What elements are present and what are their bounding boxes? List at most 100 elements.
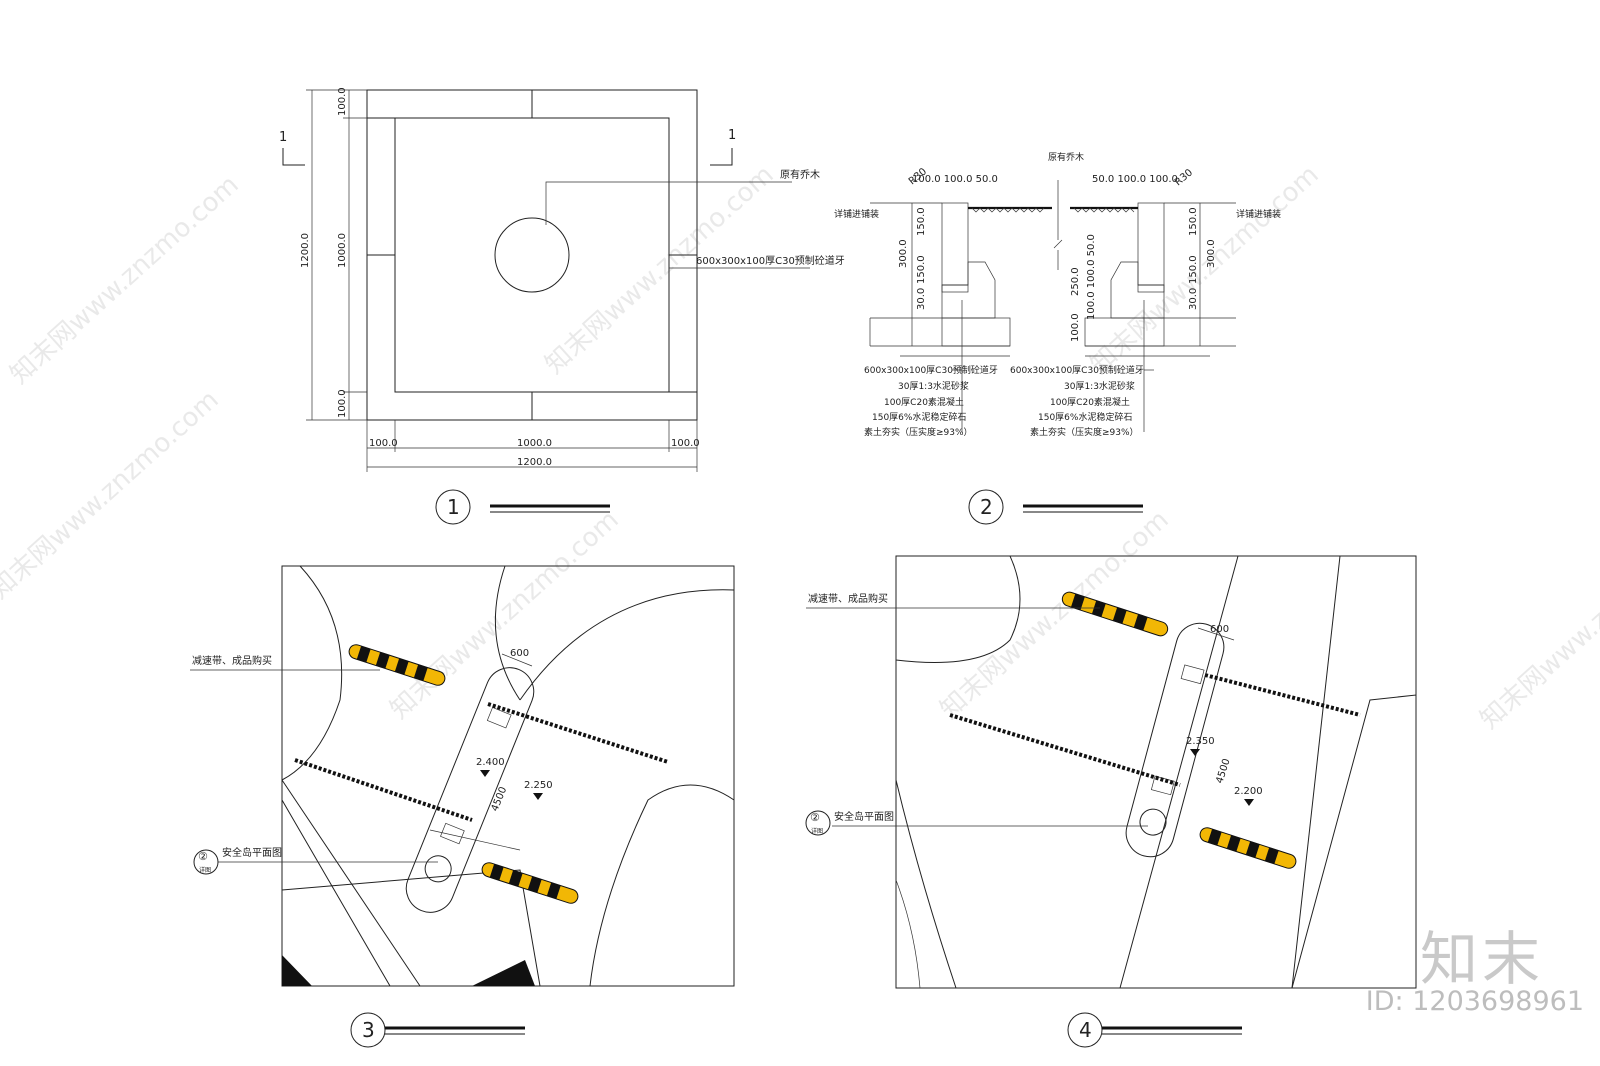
right-curb (1137, 202, 1165, 286)
elev-road: 2.200 (1234, 786, 1263, 797)
watermark-text: 知末网www.znzmo.com (1085, 160, 1325, 380)
curb-label: 600x300x100厚C30预制砼道牙 (696, 254, 845, 267)
left-dim-4: 30.0 (916, 288, 927, 310)
crossing-line (487, 702, 669, 764)
speed-bump (1061, 591, 1169, 637)
drawing-number: 3 (362, 1018, 375, 1042)
drawing-number: 4 (1079, 1018, 1092, 1042)
elev-island: 2.400 (476, 757, 505, 768)
drawing-1-tree-pit-plan: 原有乔木 600x300x100厚C30预制砼道牙 1 1 1200.0 100… (279, 87, 845, 525)
pit-inner-frame (394, 117, 670, 393)
left-base (941, 317, 1011, 347)
left-layer-3: 100厚C20素混凝土 (884, 396, 964, 408)
section-mark-left: 1 (279, 130, 287, 145)
left-top-dims: 100.0 100.0 50.0 (912, 174, 998, 185)
right-dim-7: 100.0 (1070, 313, 1081, 342)
left-dim-1: 150.0 (916, 207, 927, 236)
drawing-4-island-plan: 减速带、成品购买 ② 详图 安全岛平面图 600 4500 2.350 2.20… (805, 555, 1417, 1048)
callout-circle (805, 810, 831, 836)
dim-center-height: 1000.0 (337, 233, 348, 268)
drawing-number-circle (350, 1012, 386, 1048)
dark-triangle (282, 955, 312, 986)
drawing-3-island-plan: 减速带、成品购买 ② 详图 安全岛平面图 600 4500 2.400 2.25… (190, 565, 735, 1048)
speed-bump (481, 862, 579, 904)
drawing-number-circle (435, 489, 471, 525)
image-id: ID: 1203698961 (1365, 986, 1584, 1017)
dim-length: 4500 (490, 785, 510, 813)
dim-total-height: 1200.0 (300, 233, 311, 268)
left-paving-label: 详铺进铺装 (834, 208, 879, 220)
section-tree-label: 原有乔木 (1048, 151, 1084, 163)
safety-island (1125, 622, 1225, 858)
right-dim-3: 150.0 (1188, 255, 1199, 284)
watermark-text: 知末网www.znzmo.com (540, 160, 780, 380)
island-label: 安全岛平面图 (222, 846, 282, 859)
drawing-number-circle (1067, 1012, 1103, 1048)
dim-total-width: 1200.0 (517, 457, 552, 468)
right-top-dims: 50.0 100.0 100.0 (1092, 174, 1178, 185)
callout-number: ② (198, 850, 208, 863)
dim-top-edge: 100.0 (337, 87, 348, 116)
watermark-layer: 知末网www.znzmo.com 知末网www.znzmo.com 知末网www… (0, 160, 1600, 735)
right-dim-1: 150.0 (1188, 207, 1199, 236)
right-dim-4: 30.0 (1188, 288, 1199, 310)
drawing-number-circle (968, 489, 1004, 525)
dim-right-edge: 100.0 (671, 438, 700, 449)
left-curb (941, 202, 969, 286)
drawing-2-curb-section: 原有乔木 100.0 100.0 50.0 50.0 100.0 100.0 R… (834, 151, 1281, 525)
left-layer-4: 150厚6%水泥稳定碎石 (872, 411, 966, 423)
watermark-text: 知末网www.znzmo.com (385, 505, 625, 725)
callout-ref: 详图 (199, 866, 211, 874)
elev-road: 2.250 (524, 780, 553, 791)
tree-label: 原有乔木 (780, 168, 820, 181)
right-dim-6: 100.0 100.0 50.0 (1086, 234, 1097, 320)
left-dim-2: 300.0 (898, 239, 909, 268)
paving-patch (281, 565, 343, 781)
right-layer-1: 600x300x100厚C30预制砼道牙 (1010, 364, 1144, 376)
dim-length: 4500 (1214, 757, 1232, 785)
dim-bottom-edge: 100.0 (337, 389, 348, 418)
left-concrete (941, 261, 996, 319)
right-paving-label: 详铺进铺装 (1236, 208, 1281, 220)
crossing-line (294, 758, 473, 822)
right-dim-2: 300.0 (1206, 239, 1217, 268)
left-dim-3: 150.0 (916, 255, 927, 284)
left-layer-5: 素土夯实（压实度≥93%） (864, 426, 973, 438)
speed-bump (1199, 827, 1297, 869)
right-layer-2: 30厚1:3水泥砂浆 (1064, 380, 1135, 392)
drawing-number: 2 (980, 495, 993, 519)
watermark-text: 知末网www.znzmo.com (0, 385, 225, 605)
callout-circle (193, 849, 219, 875)
tree-trunk-circle (494, 217, 570, 293)
right-radius: R30 (1173, 167, 1195, 188)
callout-ref: 详图 (811, 827, 823, 835)
speed-bump-label: 减速带、成品购买 (808, 592, 888, 605)
brand-watermark: 知末 (1419, 925, 1544, 993)
right-layer-3: 100厚C20素混凝土 (1050, 396, 1130, 408)
dim-width: 600 (510, 648, 529, 659)
crossing-line (949, 713, 1181, 787)
safety-island (405, 667, 535, 913)
left-layer-1: 600x300x100厚C30预制砼道牙 (864, 364, 998, 376)
island-label: 安全岛平面图 (834, 810, 894, 823)
right-dim-5: 250.0 (1070, 267, 1081, 296)
watermark-text: 知末网www.znzmo.com (5, 170, 245, 390)
dim-center-width: 1000.0 (517, 438, 552, 449)
dark-triangle (472, 960, 535, 986)
right-layer-4: 150厚6%水泥稳定碎石 (1038, 411, 1132, 423)
right-layer-5: 素土夯实（压实度≥93%） (1030, 426, 1139, 438)
drawing-number: 1 (447, 495, 460, 519)
callout-number: ② (810, 811, 820, 824)
elev-island: 2.350 (1186, 736, 1215, 747)
paving-patch (1291, 694, 1417, 989)
left-layer-2: 30厚1:3水泥砂浆 (898, 380, 969, 392)
section-mark-right: 1 (728, 128, 736, 143)
dim-left-edge: 100.0 (369, 438, 398, 449)
paving-patch (895, 555, 1021, 663)
dim-width: 600 (1210, 624, 1229, 635)
speed-bump (348, 644, 446, 686)
pit-outer-frame (366, 89, 698, 421)
speed-bump-label: 减速带、成品购买 (192, 654, 272, 667)
paving-patch (589, 784, 735, 987)
